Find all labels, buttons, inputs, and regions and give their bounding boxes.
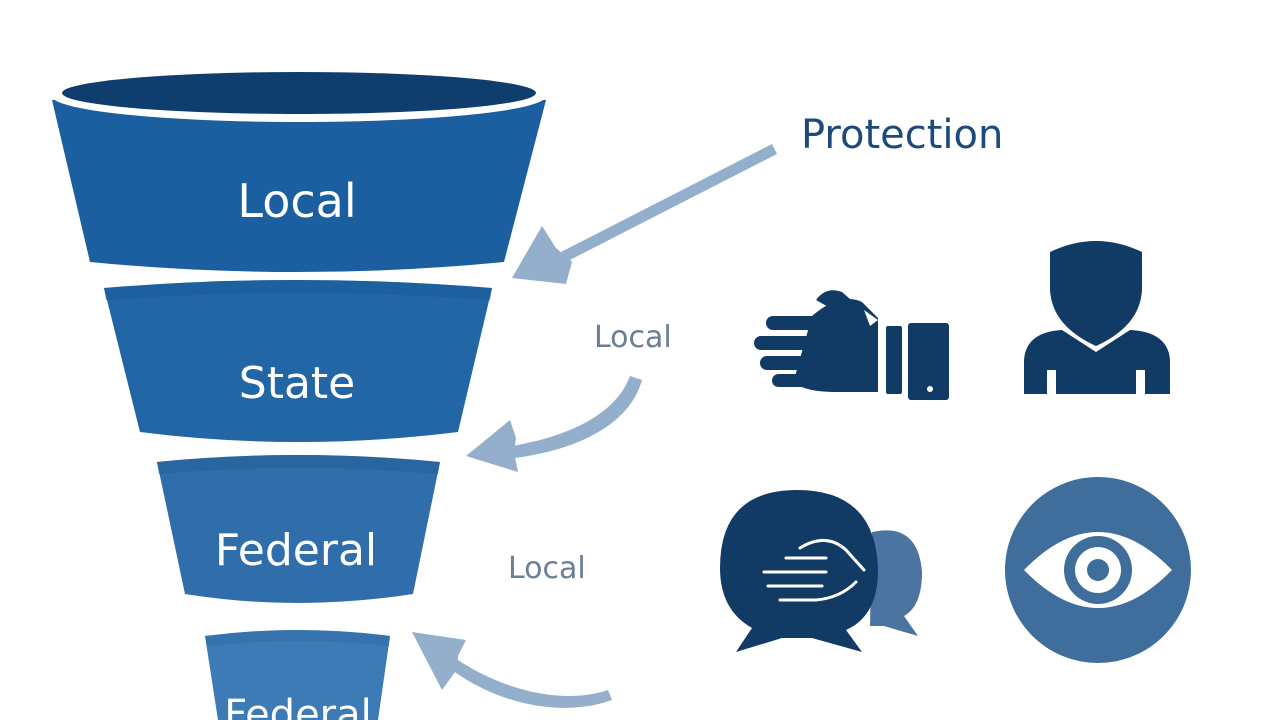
- funnel-tier-federal: Federal: [157, 455, 440, 603]
- funnel-rim: [62, 72, 536, 114]
- shield-person-icon: [1024, 241, 1170, 394]
- funnel-tier-label: Federal: [224, 692, 372, 720]
- protection-label: Protection: [801, 112, 1003, 158]
- arrows: [412, 144, 777, 708]
- funnel-tier-local: Local: [52, 70, 546, 272]
- hand-speech-bubble-icon: [720, 490, 922, 652]
- arrow-to-local-tier: [512, 144, 777, 284]
- funnel-tier-label: State: [239, 358, 355, 409]
- funnel-tier-label: Federal: [215, 525, 377, 576]
- eye-icon: [1005, 477, 1191, 663]
- arrow-to-federal-tier: [412, 632, 612, 708]
- side-label-local: Local: [508, 551, 586, 586]
- funnel-tier-federal-lower: Federal: [205, 630, 390, 720]
- hand-document-icon: [754, 290, 949, 400]
- funnel-tier-label: Local: [237, 174, 356, 228]
- funnel-tier-state: State: [104, 280, 492, 442]
- funnel: Local State Federal Federal: [52, 70, 546, 720]
- arrow-to-state-tier: [466, 376, 642, 472]
- side-label-local: Local: [594, 320, 672, 355]
